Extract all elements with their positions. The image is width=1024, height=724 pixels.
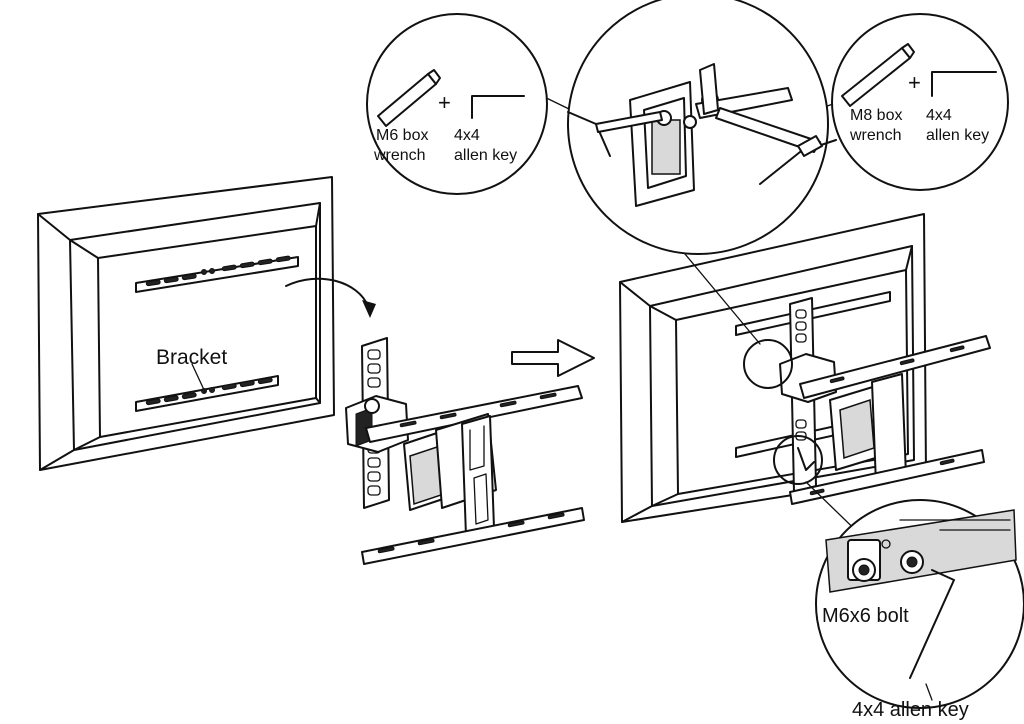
pivot-detail-callout [567, 0, 837, 255]
bolt-icon [900, 550, 924, 574]
allen-key-icon [471, 95, 525, 119]
m8-allen-key-label: 4x4 allen key [926, 107, 989, 144]
allen-key-icon [909, 569, 955, 679]
wall-mount-arm [345, 337, 585, 565]
bracket-label: Bracket [156, 346, 227, 369]
m6-tools-callout: + M6 box wrench 4x4 allen key [366, 13, 548, 195]
tv-back-left [37, 176, 335, 471]
curved-arrow-icon [285, 277, 376, 318]
bolt-detail-callout: M6x6 bolt [815, 499, 1024, 709]
arrow-right-icon [511, 339, 595, 377]
allen-key-icon [931, 71, 997, 97]
allen-key-leader [925, 683, 933, 701]
bracket-leader-line [191, 363, 206, 393]
bottom-allen-key-label: 4x4 allen key [852, 699, 969, 721]
box-wrench-icon [377, 69, 441, 127]
plus-sign: + [438, 90, 451, 115]
m8-tools-callout: + M8 box wrench 4x4 allen key [831, 13, 1009, 191]
plus-sign: + [908, 70, 921, 95]
box-wrench-icon [841, 43, 915, 107]
bracket-upper-left [135, 255, 299, 293]
m6-allen-key-label: 4x4 allen key [454, 127, 517, 164]
m6-box-wrench-label: M6 box wrench [373, 127, 433, 164]
assembled-mount [735, 291, 991, 505]
m8-box-wrench-label: M8 box wrench [849, 107, 907, 144]
bolt-label: M6x6 bolt [822, 605, 909, 627]
bolt-icon [852, 558, 876, 582]
